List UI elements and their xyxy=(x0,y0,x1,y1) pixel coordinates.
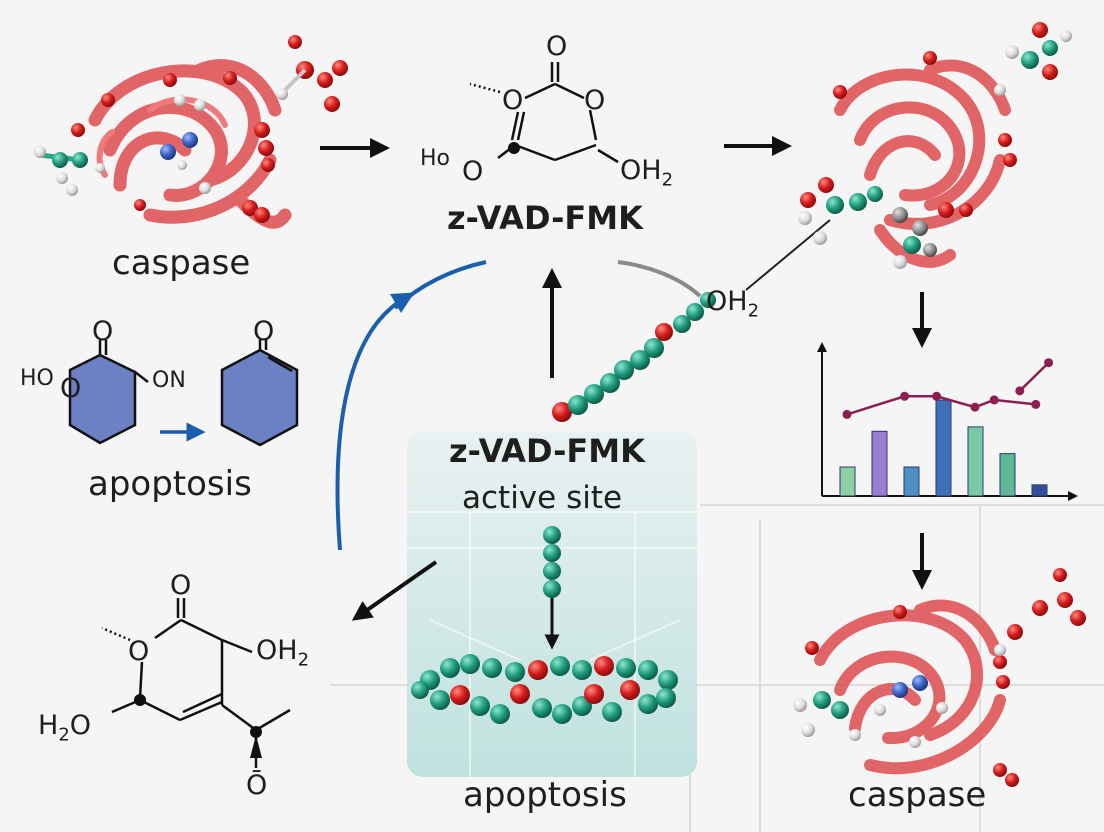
chart-bar xyxy=(935,399,952,497)
chart-line-point xyxy=(1031,399,1041,409)
chart-y-arrowhead xyxy=(817,342,827,352)
active-site-label: active site xyxy=(462,480,623,516)
chart-line-point xyxy=(842,409,852,419)
left-o-label: O xyxy=(92,316,114,347)
bottom-stereocenter-dot-2 xyxy=(250,726,262,738)
caspase-protein-bottom xyxy=(793,568,1086,787)
top-stereocenter-dot xyxy=(508,142,520,154)
right-ring-o: O xyxy=(253,316,275,347)
left-on-label: ON xyxy=(152,368,186,393)
top-oh2-label: OH2 xyxy=(620,155,674,191)
chart-bar xyxy=(871,430,888,497)
chart-line-point xyxy=(989,395,999,405)
reaction-arrows xyxy=(320,136,932,650)
active-site-bead-ring xyxy=(411,654,678,724)
chart-line-point xyxy=(1015,386,1025,396)
arrow-active-site-to-lactone xyxy=(351,560,438,621)
chart-x-arrowhead xyxy=(1068,491,1078,501)
chart-line-point xyxy=(1044,358,1054,368)
zvad-label-top: z-VAD-FMK xyxy=(447,199,643,237)
apoptosis-label-bottom: apoptosis xyxy=(463,775,627,815)
bottom-oh2-label: OH2 xyxy=(256,635,310,671)
chart-bar xyxy=(967,426,984,497)
chart-line-series xyxy=(846,395,1036,416)
chain-oh2-label: OH2 xyxy=(706,286,760,322)
thin-connector xyxy=(745,219,831,291)
top-ho-label: Ho xyxy=(420,146,451,171)
chart-line-point xyxy=(932,391,942,401)
chart-bar xyxy=(839,466,856,497)
top-ring-o-left: O xyxy=(502,85,524,116)
caspase-label-bottom: caspase xyxy=(848,775,987,815)
curved-blue-arrow xyxy=(335,292,415,551)
chart-line-point xyxy=(900,391,910,401)
left-ring-o: O xyxy=(60,373,82,404)
curved-blue-line xyxy=(393,260,487,310)
chart-bar xyxy=(1031,484,1048,497)
bottom-h2o-label: H2O xyxy=(38,710,92,746)
top-ring-o-right: O xyxy=(584,85,606,116)
bottom-carbonyl-o: O xyxy=(170,570,192,601)
wedge-bond xyxy=(250,735,262,758)
bottom-lactone-structure xyxy=(101,598,291,768)
gray-connector xyxy=(617,260,702,298)
chart-bar xyxy=(999,453,1016,497)
chart-bar xyxy=(903,466,920,497)
chart-line-point xyxy=(970,402,980,412)
chart-line-series xyxy=(1018,361,1050,392)
caspase-complex-top-right xyxy=(798,22,1072,269)
zvad-label-center: z-VAD-FMK xyxy=(449,432,645,470)
active-site-chain xyxy=(543,526,561,598)
bottom-ring-o: O xyxy=(128,636,150,667)
apoptosis-rings xyxy=(68,338,299,447)
apoptosis-label-left: apoptosis xyxy=(88,464,252,504)
bottom-obar-label: Ō xyxy=(246,770,268,801)
caspase-atoms-top xyxy=(34,35,348,223)
bottom-stereocenter-dot xyxy=(134,694,146,706)
chart-plot xyxy=(817,342,1078,501)
zvad-peptide-chain xyxy=(552,292,716,422)
left-ho-label: HO xyxy=(20,366,54,391)
caspase-label-top: caspase xyxy=(112,243,251,283)
top-lactone-structure xyxy=(469,62,619,164)
top-ho-o: O xyxy=(462,156,484,187)
top-carbonyl-o: O xyxy=(546,31,568,62)
